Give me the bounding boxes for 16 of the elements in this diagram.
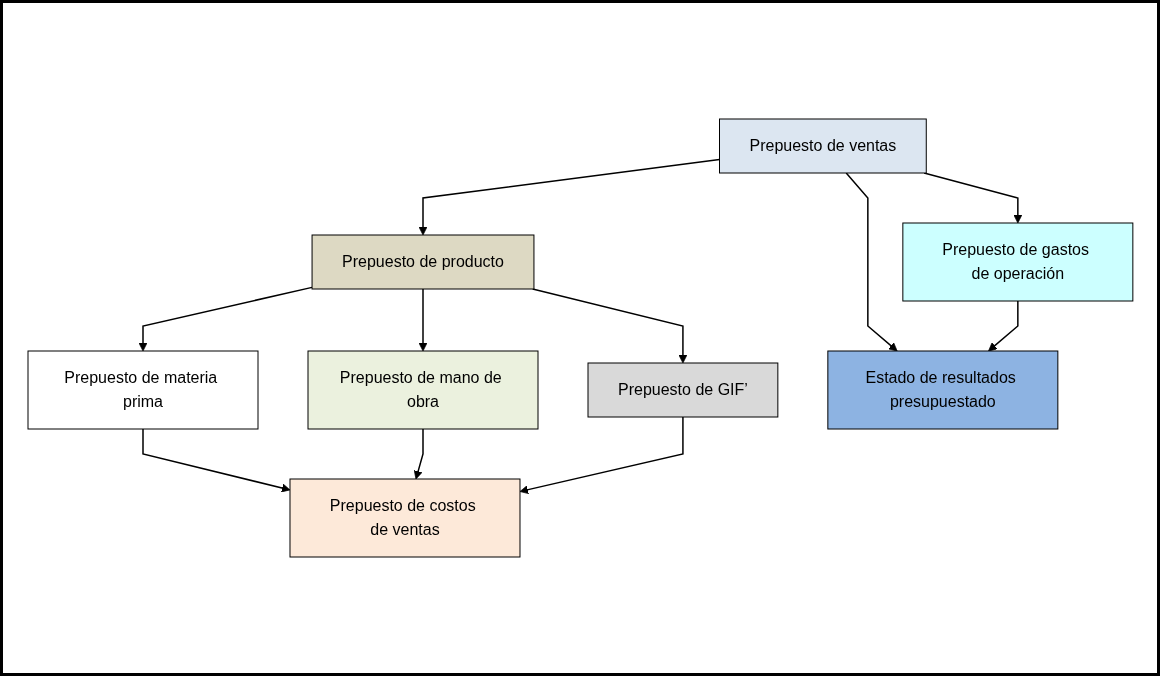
arrow [987, 300, 1019, 352]
arrow [141, 428, 290, 493]
arrow [845, 172, 898, 352]
node-box: Prepuesto de producto [311, 234, 534, 290]
node-box: Prepuesto de materia prima [27, 350, 259, 430]
node-box: Prepuesto de GIF’ [587, 362, 778, 418]
arrow [519, 416, 684, 494]
arrow [413, 428, 424, 480]
node-box: Prepuesto de gastos de operación [901, 222, 1133, 302]
node-box: Prepuesto de mano de obra [307, 350, 539, 430]
node-box: Estado de resultados presupuestado [826, 350, 1058, 430]
node-box: Prepuesto de ventas [718, 118, 927, 174]
arrow [418, 288, 427, 352]
arrow [138, 286, 313, 352]
node-box: Prepuesto de costos de ventas [289, 478, 521, 558]
arrow [418, 158, 720, 236]
